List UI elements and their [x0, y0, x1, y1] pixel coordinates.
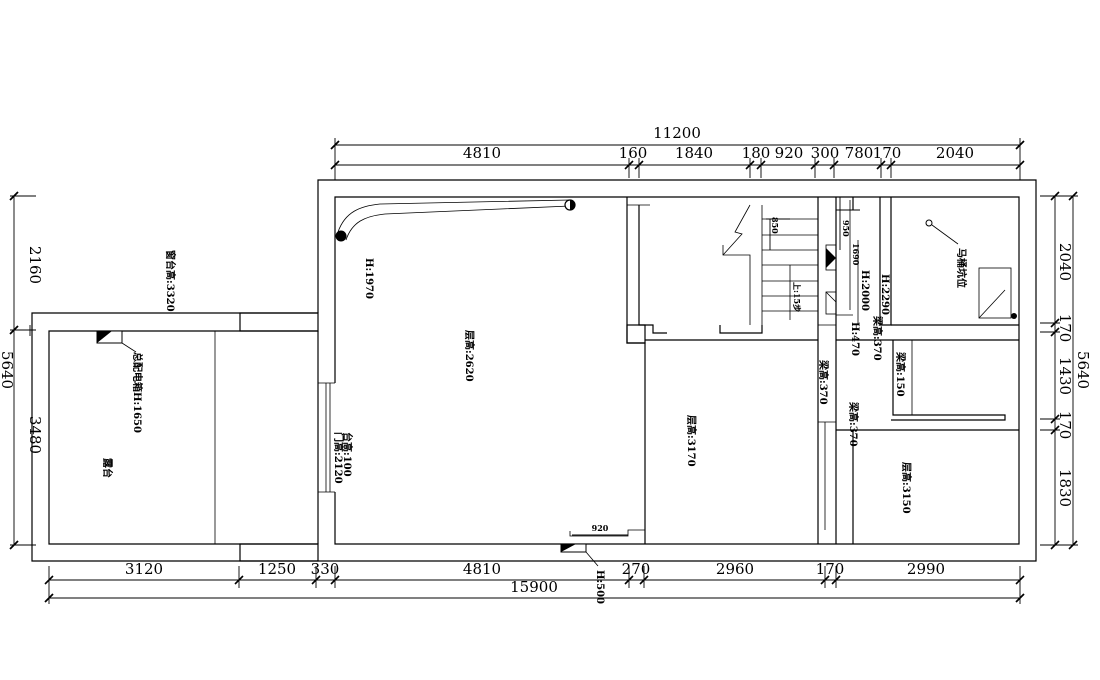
interior-walls	[569, 197, 1019, 544]
dim-bottom-4: 4810	[463, 560, 501, 578]
h2290-label: H:2290	[879, 274, 890, 315]
dim-top-8: 170	[873, 144, 902, 162]
dim-bottom-6: 2960	[716, 560, 754, 578]
left-dimension-chain: 2160 5640 3480	[0, 191, 44, 550]
dim-right-3: 1430	[1056, 357, 1074, 395]
beam-370-a-label: 梁高:370	[817, 359, 830, 405]
parapet-label: 窗台高:3320	[164, 250, 177, 312]
window-920: 920	[572, 523, 628, 536]
balcony-label: 露台	[101, 458, 114, 478]
dim-left-outer: 5640	[0, 351, 16, 389]
dim-right-4: 170	[1056, 411, 1074, 440]
beam-370-b-label: 梁高:370	[871, 315, 884, 361]
dim-top-7: 780	[845, 144, 874, 162]
beam-150-label: 梁高:150	[894, 351, 907, 397]
dim-right-1: 2040	[1056, 243, 1074, 281]
h2000-label: H:2000	[859, 270, 870, 311]
bottom-dimension-chain: 3120 1250 330 4810 270 2960 170 2990 159…	[44, 560, 1025, 604]
dim-left-upper: 2160	[26, 246, 44, 284]
room-ceiling-3150-label: 层高:3150	[900, 462, 913, 514]
dim-bottom-3: 330	[311, 560, 340, 578]
dim-top-total: 11200	[653, 124, 701, 142]
annotations: 露台 窗台高:3320 总配电箱H:1650 层高:2620 H:1970 台高…	[101, 248, 968, 604]
dim-right-2: 170	[1056, 314, 1074, 343]
staircase: 上:15步 850 950 1690	[722, 197, 861, 325]
h500-label: H:500	[594, 570, 605, 604]
h1970-label: H:1970	[363, 258, 374, 299]
dim-top-5: 920	[775, 144, 804, 162]
toilet-pit-label: 马桶坑位	[955, 248, 968, 288]
sill-height-label: 台高:100	[341, 432, 354, 477]
dim-bottom-total: 15900	[510, 578, 558, 596]
dim-bottom-5: 270	[622, 560, 651, 578]
right-dimension-chain: 2040 170 1430 170 1830 5640	[1040, 191, 1092, 550]
exterior-walls	[31, 179, 1037, 562]
top-dimension-chain: 11200 4810 160 1840 180 920	[330, 124, 1025, 180]
dim-top-6: 300	[811, 144, 840, 162]
dim-top-9: 2040	[936, 144, 974, 162]
dim-top-3: 1840	[675, 144, 713, 162]
dim-bottom-1: 3120	[125, 560, 163, 578]
h470-label: H:470	[849, 322, 860, 356]
stair-up-label: 上:15步	[792, 282, 802, 312]
door-height-label: 门高:2120	[332, 432, 345, 484]
beam-370-c-label: 梁高:370	[847, 401, 860, 447]
dim-right-5: 1830	[1056, 469, 1074, 507]
dim-top-4: 180	[742, 144, 771, 162]
living-ceiling-label: 层高:2620	[463, 330, 476, 382]
stair-dim-950: 950	[841, 220, 851, 237]
dim-bottom-8: 2990	[907, 560, 945, 578]
room-ceiling-3170-label: 层高:3170	[685, 415, 698, 467]
window-920-label: 920	[592, 523, 609, 533]
distribution-box-label: 总配电箱H:1650	[131, 352, 144, 433]
dim-bottom-7: 170	[816, 560, 845, 578]
stair-dim-1690: 1690	[851, 243, 861, 266]
dim-top-2: 160	[619, 144, 648, 162]
distribution-box-icon	[96, 330, 137, 353]
socket-icon	[560, 543, 599, 567]
stair-dim-850: 850	[770, 217, 780, 234]
pipe-fixture	[335, 199, 576, 242]
dim-left-lower: 3480	[26, 416, 44, 454]
dim-right-outer: 5640	[1074, 351, 1092, 389]
dim-top-1: 4810	[463, 144, 501, 162]
toilet-icon	[925, 219, 1017, 319]
dim-bottom-2: 1250	[258, 560, 296, 578]
